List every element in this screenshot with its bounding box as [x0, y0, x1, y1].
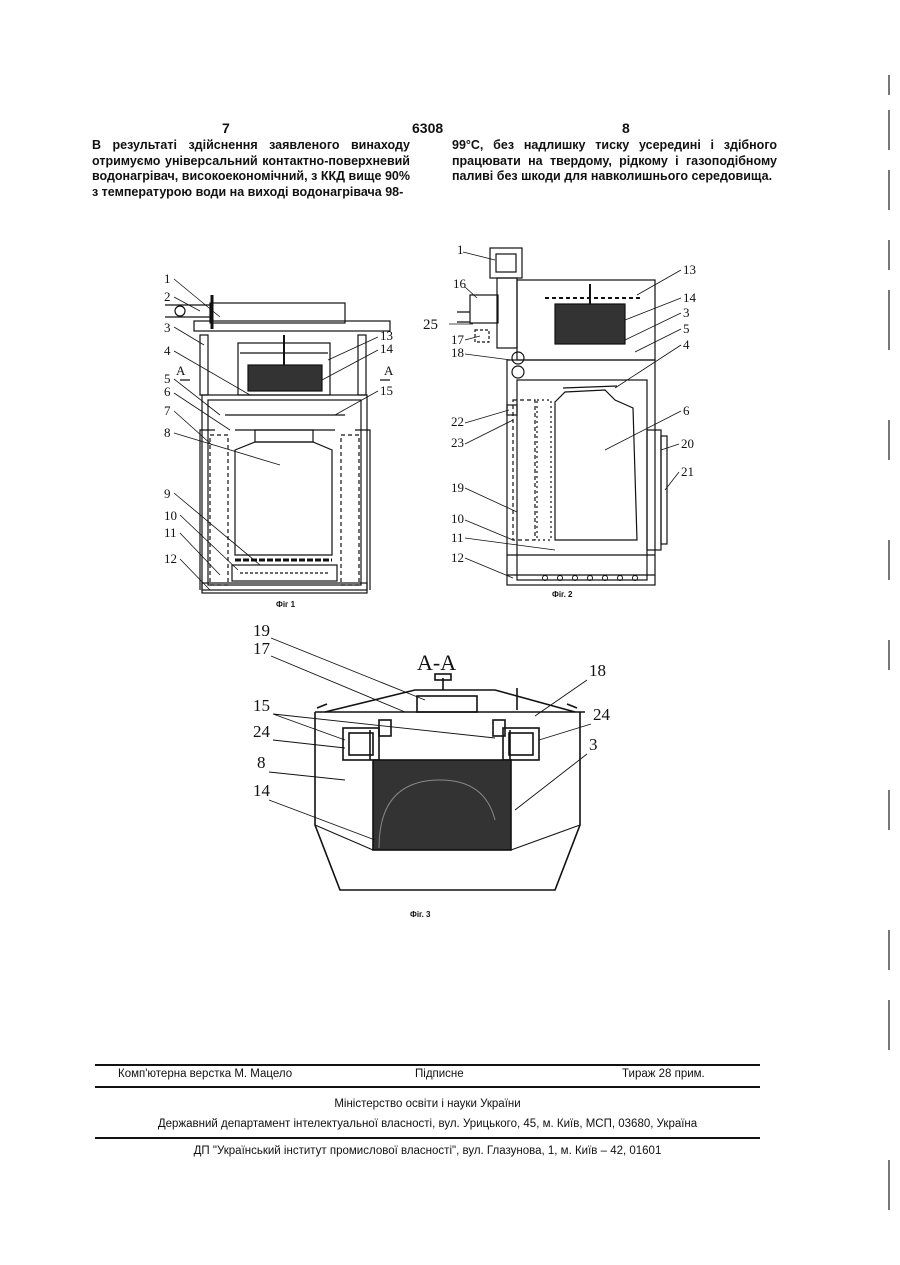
svg-text:12: 12	[164, 551, 177, 566]
svg-text:24: 24	[593, 705, 611, 724]
scan-edge-mark	[888, 75, 890, 95]
signed-label: Підписне	[415, 1068, 464, 1080]
svg-text:10: 10	[164, 508, 177, 523]
svg-text:21: 21	[681, 464, 694, 479]
typesetting-credit: Комп'ютерна верстка М. Мацело	[118, 1068, 292, 1080]
svg-text:11: 11	[164, 525, 177, 540]
scan-edge-mark	[888, 930, 890, 970]
svg-text:9: 9	[164, 486, 171, 501]
scan-edge-mark	[888, 110, 890, 150]
svg-text:16: 16	[453, 276, 467, 291]
figure-1-drawing: 1 2 3 4 5 6 7 8 9 10 11 12 13 14 15 A A	[160, 265, 410, 615]
patent-number: 6308	[412, 120, 443, 136]
footer-rule-top	[95, 1064, 760, 1066]
scan-edge-mark	[888, 1160, 890, 1210]
svg-text:8: 8	[164, 425, 171, 440]
svg-text:A: A	[176, 363, 186, 378]
page-number-right: 8	[622, 120, 630, 136]
svg-text:14: 14	[380, 341, 394, 356]
svg-text:1: 1	[164, 271, 171, 286]
scan-edge-mark	[888, 240, 890, 270]
svg-text:12: 12	[451, 550, 464, 565]
page-number-left: 7	[222, 120, 230, 136]
svg-text:8: 8	[257, 753, 266, 772]
section-title: А-А	[417, 650, 456, 675]
svg-text:14: 14	[253, 781, 271, 800]
footer-rule-middle	[95, 1086, 760, 1088]
scan-edge-mark	[888, 640, 890, 670]
svg-text:25: 25	[423, 317, 438, 333]
svg-text:5: 5	[683, 321, 690, 336]
text-column-right: 99°C, без надлишку тиску усередині і зді…	[452, 138, 777, 185]
svg-text:2: 2	[164, 289, 171, 304]
footer-rule-bottom	[95, 1137, 760, 1139]
svg-text:1: 1	[457, 242, 464, 257]
figure-2-caption: Фіг. 2	[552, 590, 572, 599]
svg-text:15: 15	[253, 696, 270, 715]
svg-text:6: 6	[164, 384, 171, 399]
svg-text:4: 4	[164, 343, 171, 358]
scan-edge-mark	[888, 540, 890, 580]
svg-text:18: 18	[451, 345, 464, 360]
svg-text:18: 18	[589, 661, 606, 680]
svg-text:6: 6	[683, 403, 690, 418]
figure-1-caption: Фіг 1	[276, 600, 295, 609]
figure-3-caption: Фіг. 3	[410, 910, 430, 919]
scan-edge-mark	[888, 420, 890, 460]
svg-text:19: 19	[451, 480, 464, 495]
svg-text:20: 20	[681, 436, 694, 451]
scan-edge-mark	[888, 1000, 890, 1050]
svg-text:10: 10	[451, 511, 464, 526]
ministry-name: Міністерство освіти і науки України	[95, 1098, 760, 1110]
svg-text:A: A	[384, 363, 394, 378]
svg-text:24: 24	[253, 722, 271, 741]
svg-text:4: 4	[683, 337, 690, 352]
svg-text:23: 23	[451, 435, 464, 450]
svg-text:19: 19	[253, 621, 270, 640]
svg-text:3: 3	[589, 735, 598, 754]
scan-edge-mark	[888, 170, 890, 210]
svg-text:22: 22	[451, 414, 464, 429]
svg-text:17: 17	[253, 639, 271, 658]
figure-2-drawing: 1 16 25 17 18 22 23 19 10 11 12 13 14 3 …	[415, 240, 705, 600]
scan-edge-mark	[888, 790, 890, 830]
svg-text:14: 14	[683, 290, 697, 305]
svg-text:11: 11	[451, 530, 464, 545]
figure-3-drawing: 19 17 А-А 18 15 24 24 8 3 14	[245, 620, 645, 900]
svg-text:3: 3	[683, 305, 690, 320]
text-column-left: В результаті здійснення заявленого винах…	[92, 138, 410, 200]
svg-text:7: 7	[164, 403, 171, 418]
svg-text:13: 13	[683, 262, 696, 277]
svg-text:3: 3	[164, 320, 171, 335]
scan-edge-mark	[888, 290, 890, 350]
institute-address: ДП "Український інститут промислової вла…	[95, 1145, 760, 1157]
circulation-label: Тираж 28 прим.	[622, 1068, 705, 1080]
svg-text:15: 15	[380, 383, 393, 398]
department-address: Державний департамент інтелектуальної вл…	[95, 1118, 760, 1130]
